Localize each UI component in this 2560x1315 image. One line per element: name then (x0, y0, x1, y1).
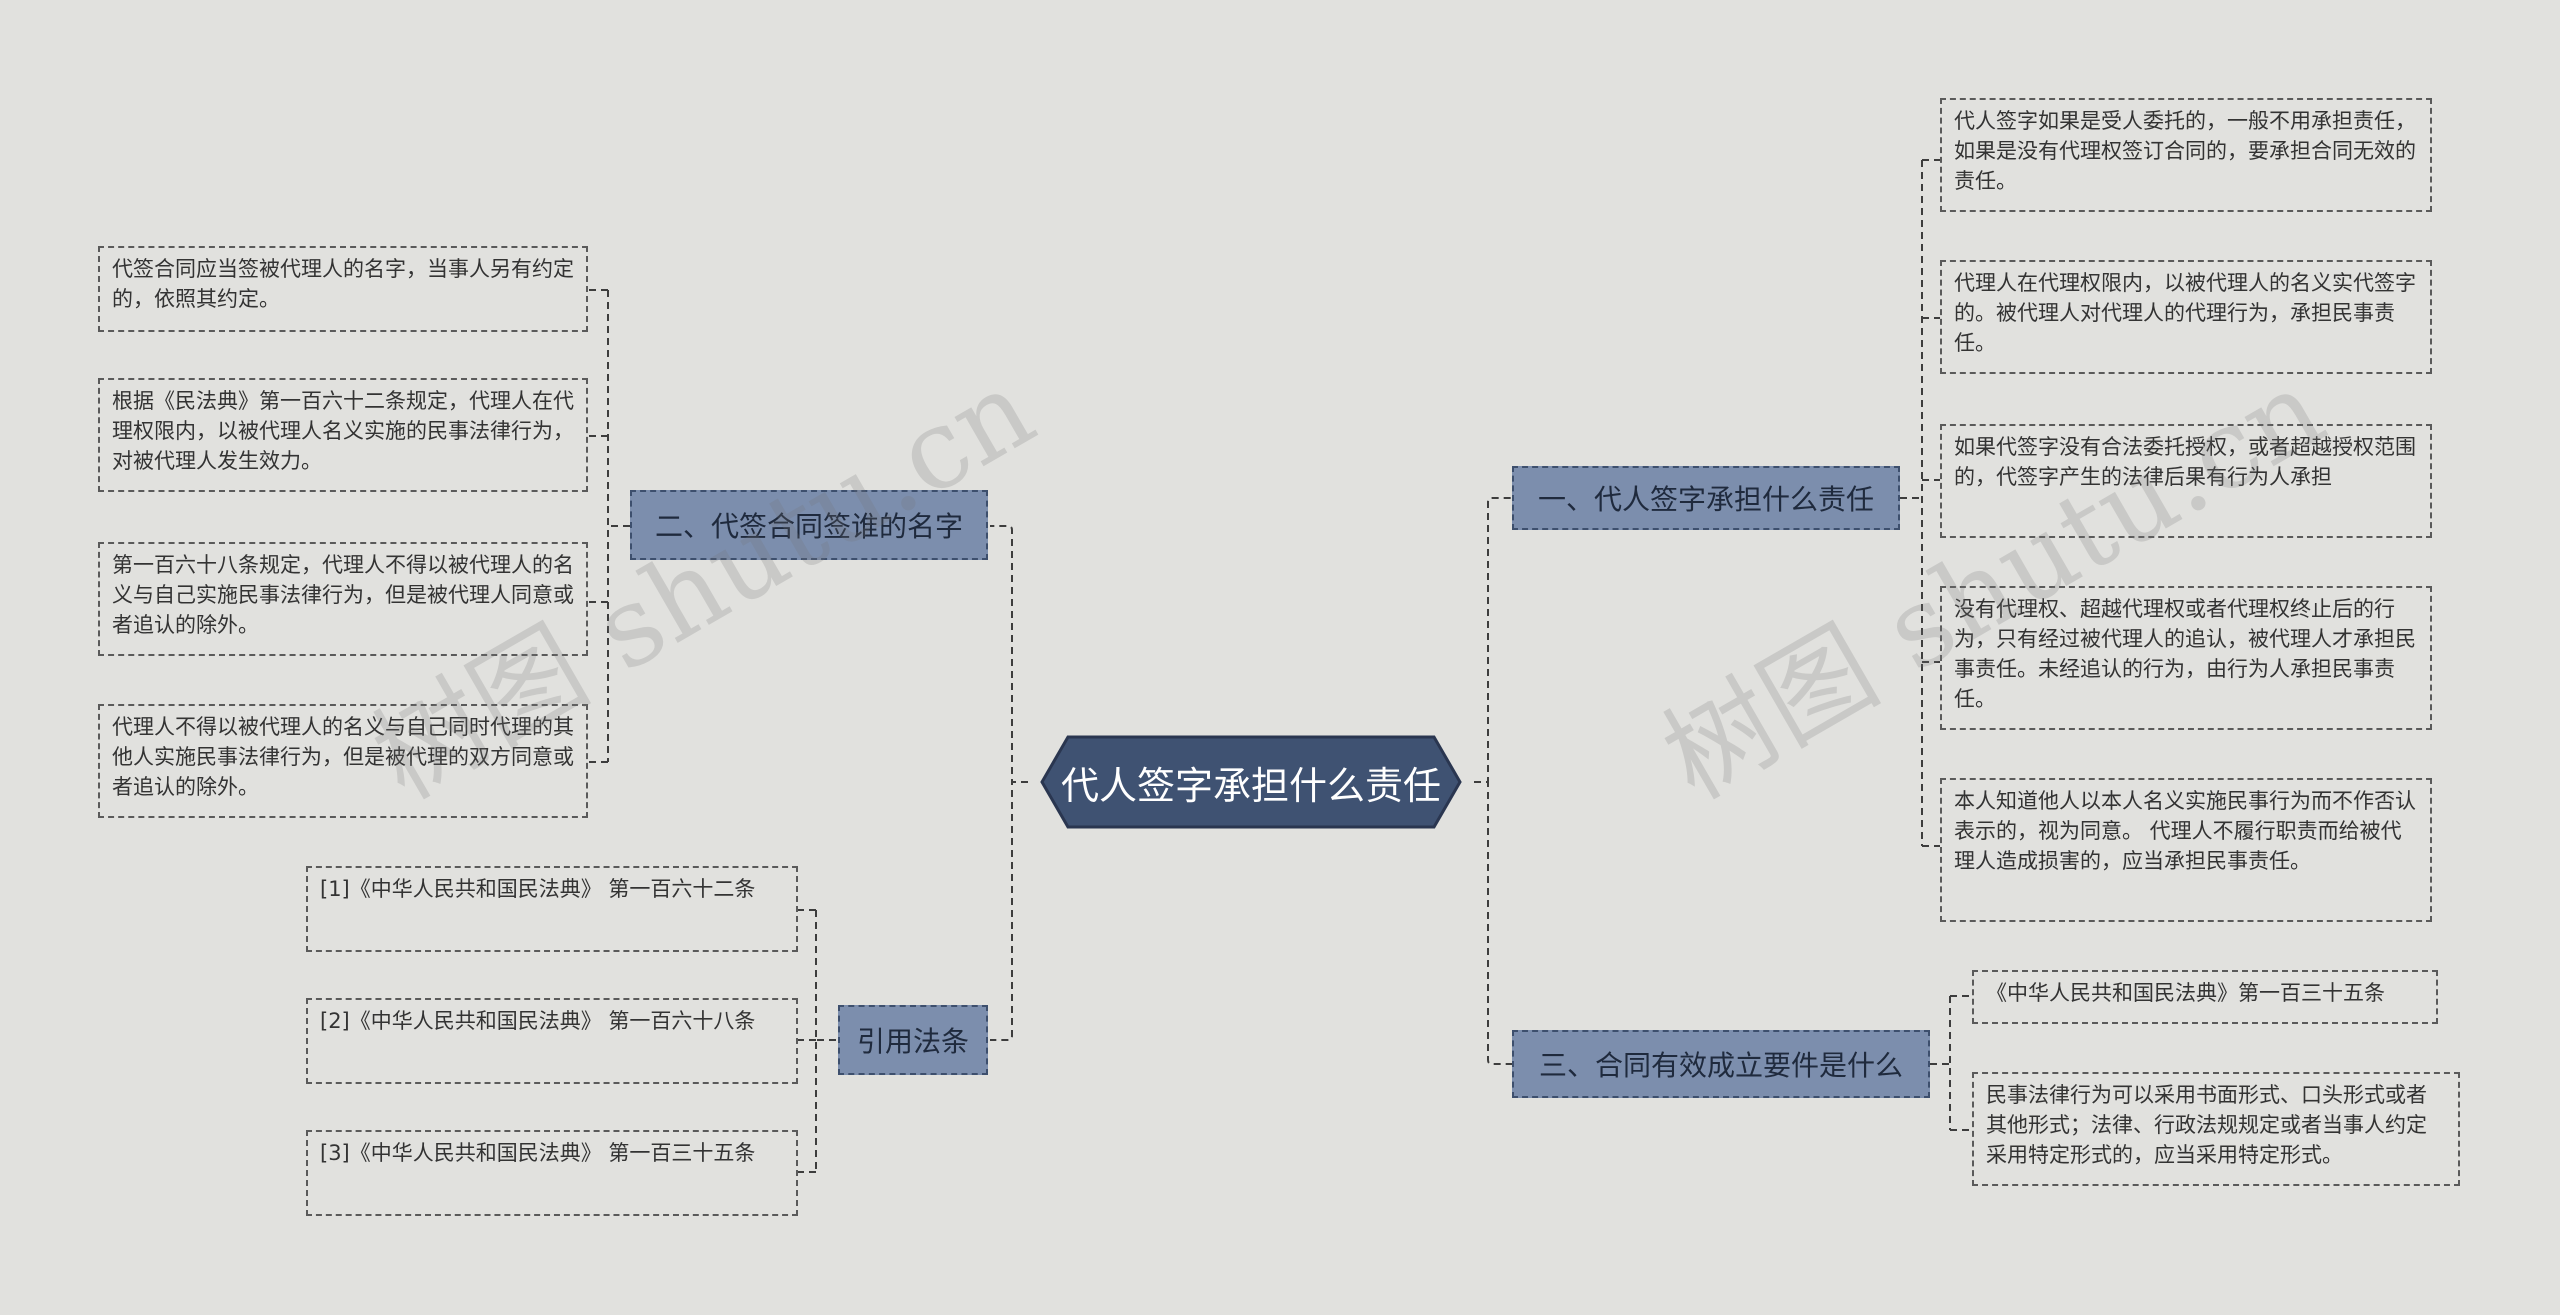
leaf-f2[interactable]: [2]《中华人民共和国民法典》 第一百六十八条 (306, 998, 798, 1084)
leaf-f2-text: [2]《中华人民共和国民法典》 第一百六十八条 (320, 1009, 756, 1033)
branch-node-1[interactable]: 一、代人签字承担什么责任 (1512, 466, 1900, 530)
leaf-r2[interactable]: 代理人在代理权限内，以被代理人的名义实代签字的。被代理人对代理人的代理行为，承担… (1940, 260, 2432, 374)
branch-label-2: 二、代签合同签谁的名字 (654, 510, 963, 543)
leaf-f1[interactable]: [1]《中华人民共和国民法典》 第一百六十二条 (306, 866, 798, 952)
leaf-r4-text: 没有代理权、超越代理权或者代理权终止后的行为，只有经过被代理人的追认，被代理人才… (1954, 597, 2416, 711)
link-b1-leaves (1900, 159, 1940, 847)
leaf-l3-text: 第一百六十八条规定，代理人不得以被代理人的名义与自己实施民事法律行为，但是被代理… (112, 553, 574, 637)
leaf-c2-text: 民事法律行为可以采用书面形式、口头形式或者其他形式；法律、行政法规规定或者当事人… (1986, 1083, 2427, 1167)
leaf-l4-text: 代理人不得以被代理人的名义与自己同时代理的其他人实施民事法律行为，但是被代理的双… (112, 715, 574, 799)
leaf-r1[interactable]: 代人签字如果是受人委托的，一般不用承担责任，如果是没有代理权签订合同的，要承担合… (1940, 98, 2432, 212)
leaf-l1[interactable]: 代签合同应当签被代理人的名字，当事人另有约定的，依照其约定。 (98, 246, 588, 332)
branch-label-3: 三、合同有效成立要件是什么 (1538, 1049, 1903, 1082)
root-node[interactable]: 代人签字承担什么责任 (1028, 733, 1474, 831)
link-root-b2 (990, 525, 1028, 783)
branch-node-3[interactable]: 三、合同有效成立要件是什么 (1512, 1030, 1930, 1098)
branch-node-2[interactable]: 二、代签合同签谁的名字 (630, 490, 988, 560)
link-b2-leaves (588, 289, 630, 763)
link-root-b4 (990, 781, 1028, 1041)
leaf-f3[interactable]: [3]《中华人民共和国民法典》 第一百三十五条 (306, 1130, 798, 1216)
leaf-f1-text: [1]《中华人民共和国民法典》 第一百六十二条 (320, 877, 756, 901)
watermark-right: 树图 shutu.cn (1643, 344, 2345, 824)
branch-label-1: 一、代人签字承担什么责任 (1537, 483, 1874, 516)
root-shape (1040, 735, 1462, 829)
branch-node-4[interactable]: 引用法条 (838, 1005, 988, 1075)
leaf-r3-text: 如果代签字没有合法委托授权，或者超越授权范围的，代签字产生的法律后果有行为人承担 (1954, 435, 2416, 489)
leaf-r4[interactable]: 没有代理权、超越代理权或者代理权终止后的行为，只有经过被代理人的追认，被代理人才… (1940, 586, 2432, 730)
leaf-l3[interactable]: 第一百六十八条规定，代理人不得以被代理人的名义与自己实施民事法律行为，但是被代理… (98, 542, 588, 656)
root-label: 代人签字承担什么责任 (1060, 763, 1441, 808)
leaf-l1-text: 代签合同应当签被代理人的名字，当事人另有约定的，依照其约定。 (112, 257, 574, 311)
leaf-l4[interactable]: 代理人不得以被代理人的名义与自己同时代理的其他人实施民事法律行为，但是被代理的双… (98, 704, 588, 818)
link-root-b1 (1474, 497, 1512, 783)
leaf-r5-text: 本人知道他人以本人名义实施民事行为而不作否认表示的，视为同意。 代理人不履行职责… (1954, 789, 2416, 873)
leaf-f3-text: [3]《中华人民共和国民法典》 第一百三十五条 (320, 1141, 756, 1165)
leaf-r2-text: 代理人在代理权限内，以被代理人的名义实代签字的。被代理人对代理人的代理行为，承担… (1954, 271, 2416, 355)
branch-label-4: 引用法条 (856, 1025, 969, 1058)
leaf-r3[interactable]: 如果代签字没有合法委托授权，或者超越授权范围的，代签字产生的法律后果有行为人承担 (1940, 424, 2432, 538)
leaf-l2-text: 根据《民法典》第一百六十二条规定，代理人在代理权限内，以被代理人名义实施的民事法… (112, 389, 574, 473)
link-b4-leaves (798, 909, 836, 1173)
link-root-b3 (1474, 781, 1512, 1065)
link-b3-leaves (1930, 995, 1972, 1131)
leaf-l2[interactable]: 根据《民法典》第一百六十二条规定，代理人在代理权限内，以被代理人名义实施的民事法… (98, 378, 588, 492)
leaf-c1-text: 《中华人民共和国民法典》第一百三十五条 (1986, 981, 2385, 1005)
leaf-c1[interactable]: 《中华人民共和国民法典》第一百三十五条 (1972, 970, 2438, 1024)
leaf-r1-text: 代人签字如果是受人委托的，一般不用承担责任，如果是没有代理权签订合同的，要承担合… (1954, 109, 2416, 193)
leaf-r5[interactable]: 本人知道他人以本人名义实施民事行为而不作否认表示的，视为同意。 代理人不履行职责… (1940, 778, 2432, 922)
leaf-c2[interactable]: 民事法律行为可以采用书面形式、口头形式或者其他形式；法律、行政法规规定或者当事人… (1972, 1072, 2460, 1186)
